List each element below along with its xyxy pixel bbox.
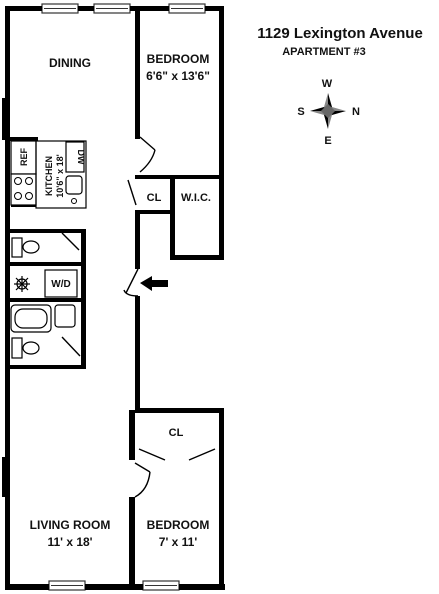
window-top-left — [41, 3, 79, 14]
kitchen-fixtures — [10, 140, 87, 209]
washer-dryer — [44, 269, 78, 298]
window-top-middle — [93, 3, 131, 14]
toilet-tank — [11, 237, 23, 258]
room-size-kitchen: 10'6" x 18' — [55, 154, 65, 198]
toilet-bowl-lower — [22, 341, 40, 355]
bath-sink — [54, 304, 76, 328]
fixture-label-wd: W/D — [51, 279, 70, 290]
compass-rose-icon — [310, 93, 346, 129]
room-label-closet-bottom: CL — [169, 427, 184, 439]
stove — [10, 173, 37, 206]
walls — [2, 6, 225, 590]
compass-east: E — [324, 135, 331, 147]
fixture-label-ref: REF — [19, 147, 29, 166]
sink — [65, 175, 83, 195]
room-label-kitchen: KITCHEN — [44, 156, 54, 196]
dishwasher — [65, 141, 85, 173]
page-subtitle: APARTMENT #3 — [282, 46, 366, 58]
entry-arrow-icon — [140, 276, 168, 291]
compass-west: W — [322, 78, 333, 90]
toilet-bowl — [22, 240, 40, 254]
compass-south: S — [297, 106, 304, 118]
room-label-dining: DINING — [49, 56, 91, 70]
window-bottom-right — [142, 580, 180, 591]
room-label-closet-mid: CL — [147, 192, 162, 204]
toilet-tank-lower — [11, 337, 23, 359]
window-bottom-left — [48, 580, 86, 591]
doors — [61, 136, 216, 498]
compass-north: N — [352, 106, 360, 118]
room-label-wic: W.I.C. — [181, 192, 211, 204]
room-size-living: 11' x 18' — [47, 535, 92, 549]
room-size-bedroom-bottom: 7' x 11' — [159, 535, 198, 549]
room-label-living: LIVING ROOM — [30, 518, 111, 532]
room-size-bedroom-top: 6'6" x 13'6" — [146, 69, 210, 83]
page-title: 1129 Lexington Avenue — [257, 25, 423, 42]
room-label-bedroom-top: BEDROOM — [147, 52, 210, 66]
bathroom-fixtures — [10, 237, 78, 359]
fixture-label-dw: DW — [76, 150, 86, 165]
room-label-bedroom-bottom: BEDROOM — [147, 518, 210, 532]
window-top-right — [168, 3, 206, 14]
